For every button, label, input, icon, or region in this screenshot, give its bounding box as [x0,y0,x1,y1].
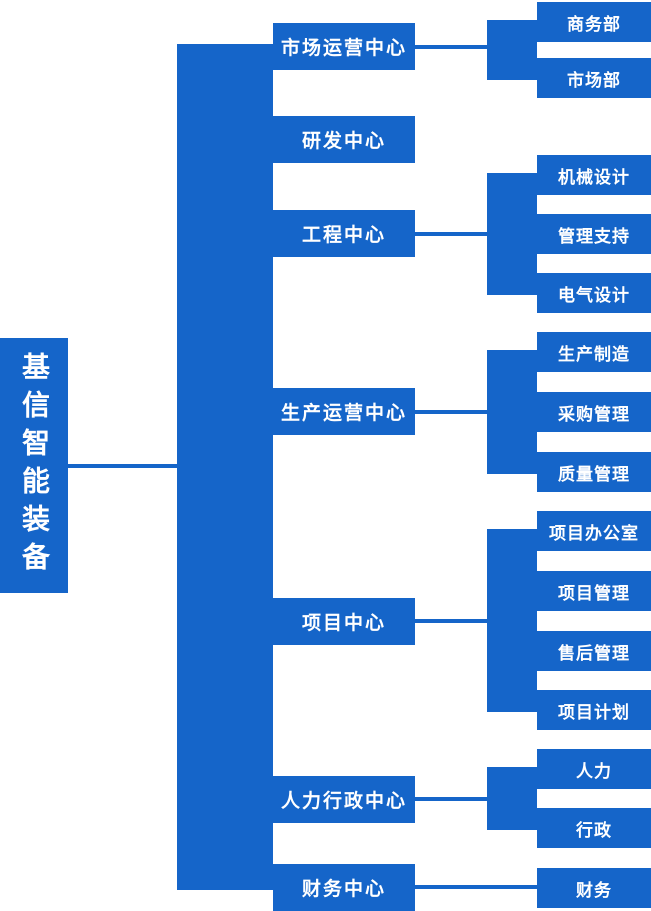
sub-dept-node-project-planning: 项目计划 [537,690,651,730]
sub-dept-node-after-sales: 售后管理 [537,631,651,671]
children-connector-market-operations [487,20,537,80]
children-connector-production-operations [487,350,537,474]
sub-dept-node-procurement: 采购管理 [537,392,651,432]
sub-dept-node-business: 商务部 [537,2,651,42]
dept-node-project-center: 项目中心 [273,598,415,645]
branch-line-engineering [415,232,487,236]
sub-dept-node-project-office: 项目办公室 [537,511,651,551]
sub-dept-node-admin: 行政 [537,808,651,848]
sub-dept-node-mechanical-design: 机械设计 [537,155,651,195]
dept-node-hr-admin: 人力行政中心 [273,776,415,823]
dept-node-rnd: 研发中心 [273,116,415,163]
branch-line-production-operations [415,410,487,414]
root-connector-line [68,464,177,468]
root-node: 基信智能装备 [0,338,68,593]
branch-line-market-operations [415,45,487,49]
children-connector-project-center [487,529,537,712]
branch-line-finance-center [415,885,537,889]
sub-dept-node-quality: 质量管理 [537,452,651,492]
children-connector-hr-admin [487,767,537,830]
sub-dept-node-manufacturing: 生产制造 [537,332,651,372]
dept-node-production-operations: 生产运营中心 [273,388,415,435]
children-connector-engineering [487,173,537,295]
sub-dept-node-hr: 人力 [537,749,651,789]
dept-node-engineering: 工程中心 [273,210,415,257]
trunk-connector-bar [177,44,273,890]
dept-node-finance-center: 财务中心 [273,864,415,911]
sub-dept-node-management-support: 管理支持 [537,214,651,254]
sub-dept-node-finance: 财务 [537,868,651,908]
dept-node-market-operations: 市场运营中心 [273,23,415,70]
sub-dept-node-project-management: 项目管理 [537,571,651,611]
branch-line-project-center [415,619,487,623]
sub-dept-node-marketing: 市场部 [537,58,651,98]
branch-line-hr-admin [415,797,487,801]
sub-dept-node-electrical-design: 电气设计 [537,273,651,313]
